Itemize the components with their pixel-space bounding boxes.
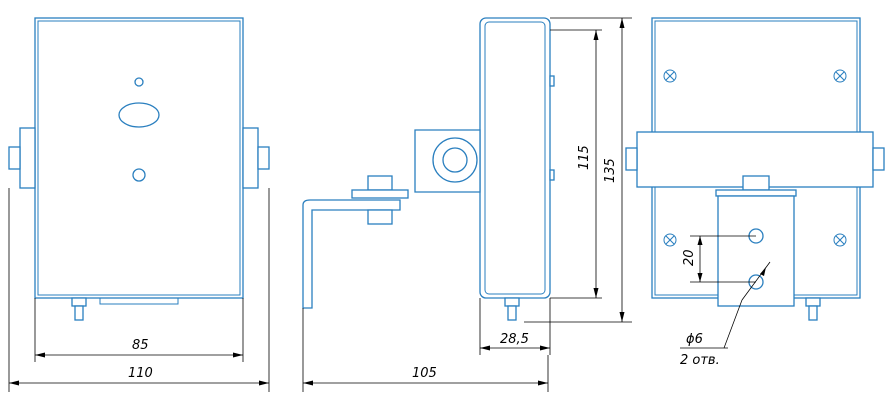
dim-115-label: 115 — [577, 145, 592, 170]
side-tab-top — [550, 76, 554, 86]
rear-view — [626, 18, 884, 320]
dim-135-label: 135 — [603, 158, 618, 183]
screw-icon — [664, 234, 676, 246]
dim-28-5-label: 28,5 — [500, 332, 529, 347]
rear-left-nut — [626, 148, 637, 170]
rear-center-washer — [716, 190, 796, 196]
dim-110-label: 110 — [128, 366, 153, 381]
side-dimension-115: 115 — [550, 30, 602, 298]
hole-count-label: 2 отв. — [680, 353, 720, 368]
screw-icon — [664, 70, 676, 82]
screw-icon — [834, 70, 846, 82]
side-bottom-nut — [505, 298, 519, 306]
front-small-hole-top — [135, 78, 143, 86]
front-left-nut — [9, 147, 20, 169]
rear-bottom-nut — [806, 298, 820, 306]
side-nut-bottom — [368, 210, 392, 224]
dim-85-label: 85 — [132, 338, 149, 353]
side-housing — [480, 18, 550, 298]
side-bottom-bolt — [508, 306, 516, 320]
front-housing — [35, 18, 243, 298]
front-bottom-foot — [100, 298, 178, 304]
front-oval-hole — [119, 103, 159, 127]
front-left-bracket — [20, 128, 35, 188]
front-right-bracket — [243, 128, 258, 188]
front-bottom-nut — [72, 298, 86, 306]
front-right-nut — [258, 147, 269, 169]
front-bottom-bolt — [75, 306, 83, 320]
side-washer — [352, 190, 408, 198]
hole-diameter-label: ϕ6 — [686, 332, 703, 347]
rear-right-nut — [873, 148, 884, 170]
side-view — [303, 18, 554, 320]
front-dimension-85: 85 — [35, 298, 243, 362]
dim-20-label: 20 — [682, 249, 697, 266]
rear-bottom-bolt — [809, 306, 817, 320]
screw-icon — [834, 234, 846, 246]
rear-center-nut — [743, 176, 769, 190]
side-hinge-bolt — [443, 148, 467, 172]
dim-105-label: 105 — [412, 366, 437, 381]
front-small-hole-bottom — [133, 169, 145, 181]
side-nut-top — [368, 176, 392, 190]
side-tab-bottom — [550, 170, 554, 180]
front-view — [9, 18, 269, 320]
